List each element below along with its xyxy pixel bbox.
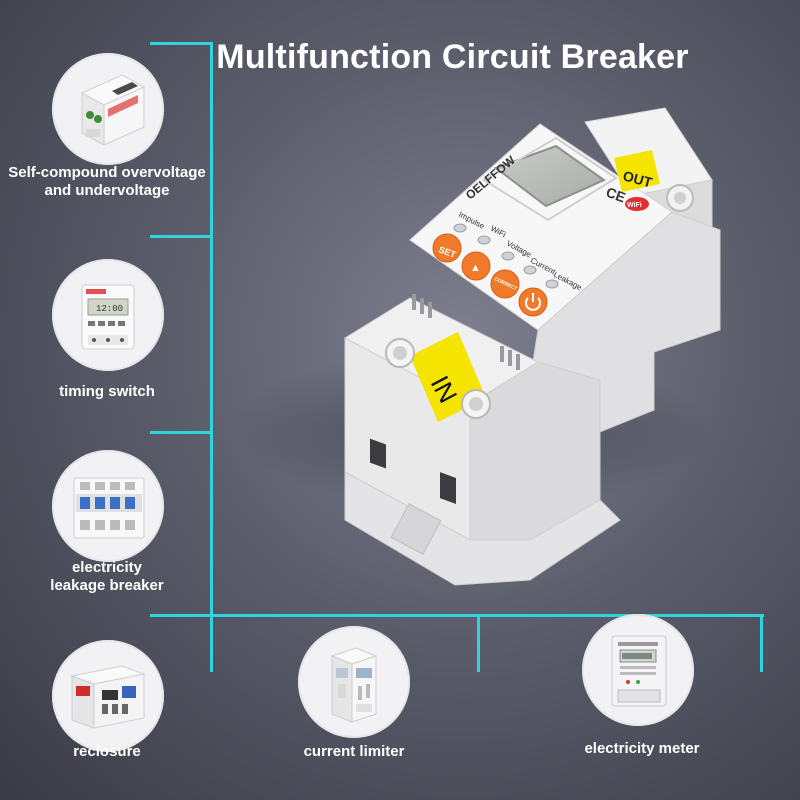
feature-timing-label: timing switch [2, 383, 212, 401]
out-label-plate [614, 150, 660, 192]
feature-reclosure-circle [52, 640, 164, 752]
connector-vertical-main [210, 42, 213, 672]
wifi-badge: WiFi [627, 202, 642, 209]
up-button[interactable] [461, 251, 491, 281]
page-title: Multifunction Circuit Breaker [216, 38, 689, 76]
connector-top-stub [150, 42, 213, 45]
timer-switch-icon: 12:00 [81, 284, 135, 350]
feature-leakage-label-line1: electricity [71, 559, 143, 576]
feature-meter-label: electricity meter [542, 740, 742, 758]
recloser-icon [70, 665, 146, 729]
electricity-meter-icon [611, 635, 667, 707]
lower-slot-right [440, 472, 456, 504]
up-button-label: ▲ [470, 262, 481, 274]
feature-leakage-label-line2: leakage breaker [50, 577, 164, 594]
correct-button[interactable] [490, 269, 520, 299]
connector-drop-meter [760, 614, 763, 672]
lcd-frame [482, 136, 618, 222]
connector-bottom-horizontal [150, 614, 764, 617]
feature-timing-label-line1: timing switch [59, 383, 155, 400]
set-button[interactable] [432, 233, 462, 263]
voltage-protector-icon [80, 74, 146, 146]
din-clip [390, 503, 442, 555]
lower-slot-left [370, 438, 386, 469]
feature-voltage-circle [52, 53, 164, 165]
out-label: OUT [621, 167, 654, 190]
wifi-badge-icon [625, 197, 649, 211]
feature-voltage-label-line1: Self-compound overvoltage [8, 164, 206, 181]
device-base [344, 471, 621, 586]
connector-timing [150, 235, 213, 238]
svg-text:12:00: 12:00 [96, 304, 123, 314]
lcd-screen [493, 144, 607, 208]
feature-meter-label-line1: electricity meter [584, 740, 700, 757]
connector-drop-limiter [477, 614, 480, 672]
current-limiter-icon [330, 647, 378, 723]
vents-upper [412, 294, 520, 370]
power-icon [525, 293, 541, 311]
feature-timing-circle: 12:00 [52, 259, 164, 371]
feature-leakage-label: electricity leakage breaker [2, 559, 212, 595]
feature-meter-circle [582, 614, 694, 726]
feature-voltage-label-line2: and undervoltage [44, 182, 170, 199]
feature-reclosure-label: reclosure [2, 743, 212, 761]
feature-reclosure-label-line1: reclosure [73, 743, 141, 760]
indicator-leds [453, 223, 559, 289]
feature-limiter-label-line1: current limiter [303, 743, 405, 760]
feature-voltage-label: Self-compound overvoltage and undervolta… [2, 164, 212, 200]
feature-limiter-label: current limiter [254, 743, 454, 761]
leakage-breaker-icon [73, 477, 145, 539]
feature-leakage-circle [52, 450, 164, 562]
feature-limiter-circle [298, 626, 410, 738]
connector-leakage [150, 431, 213, 434]
